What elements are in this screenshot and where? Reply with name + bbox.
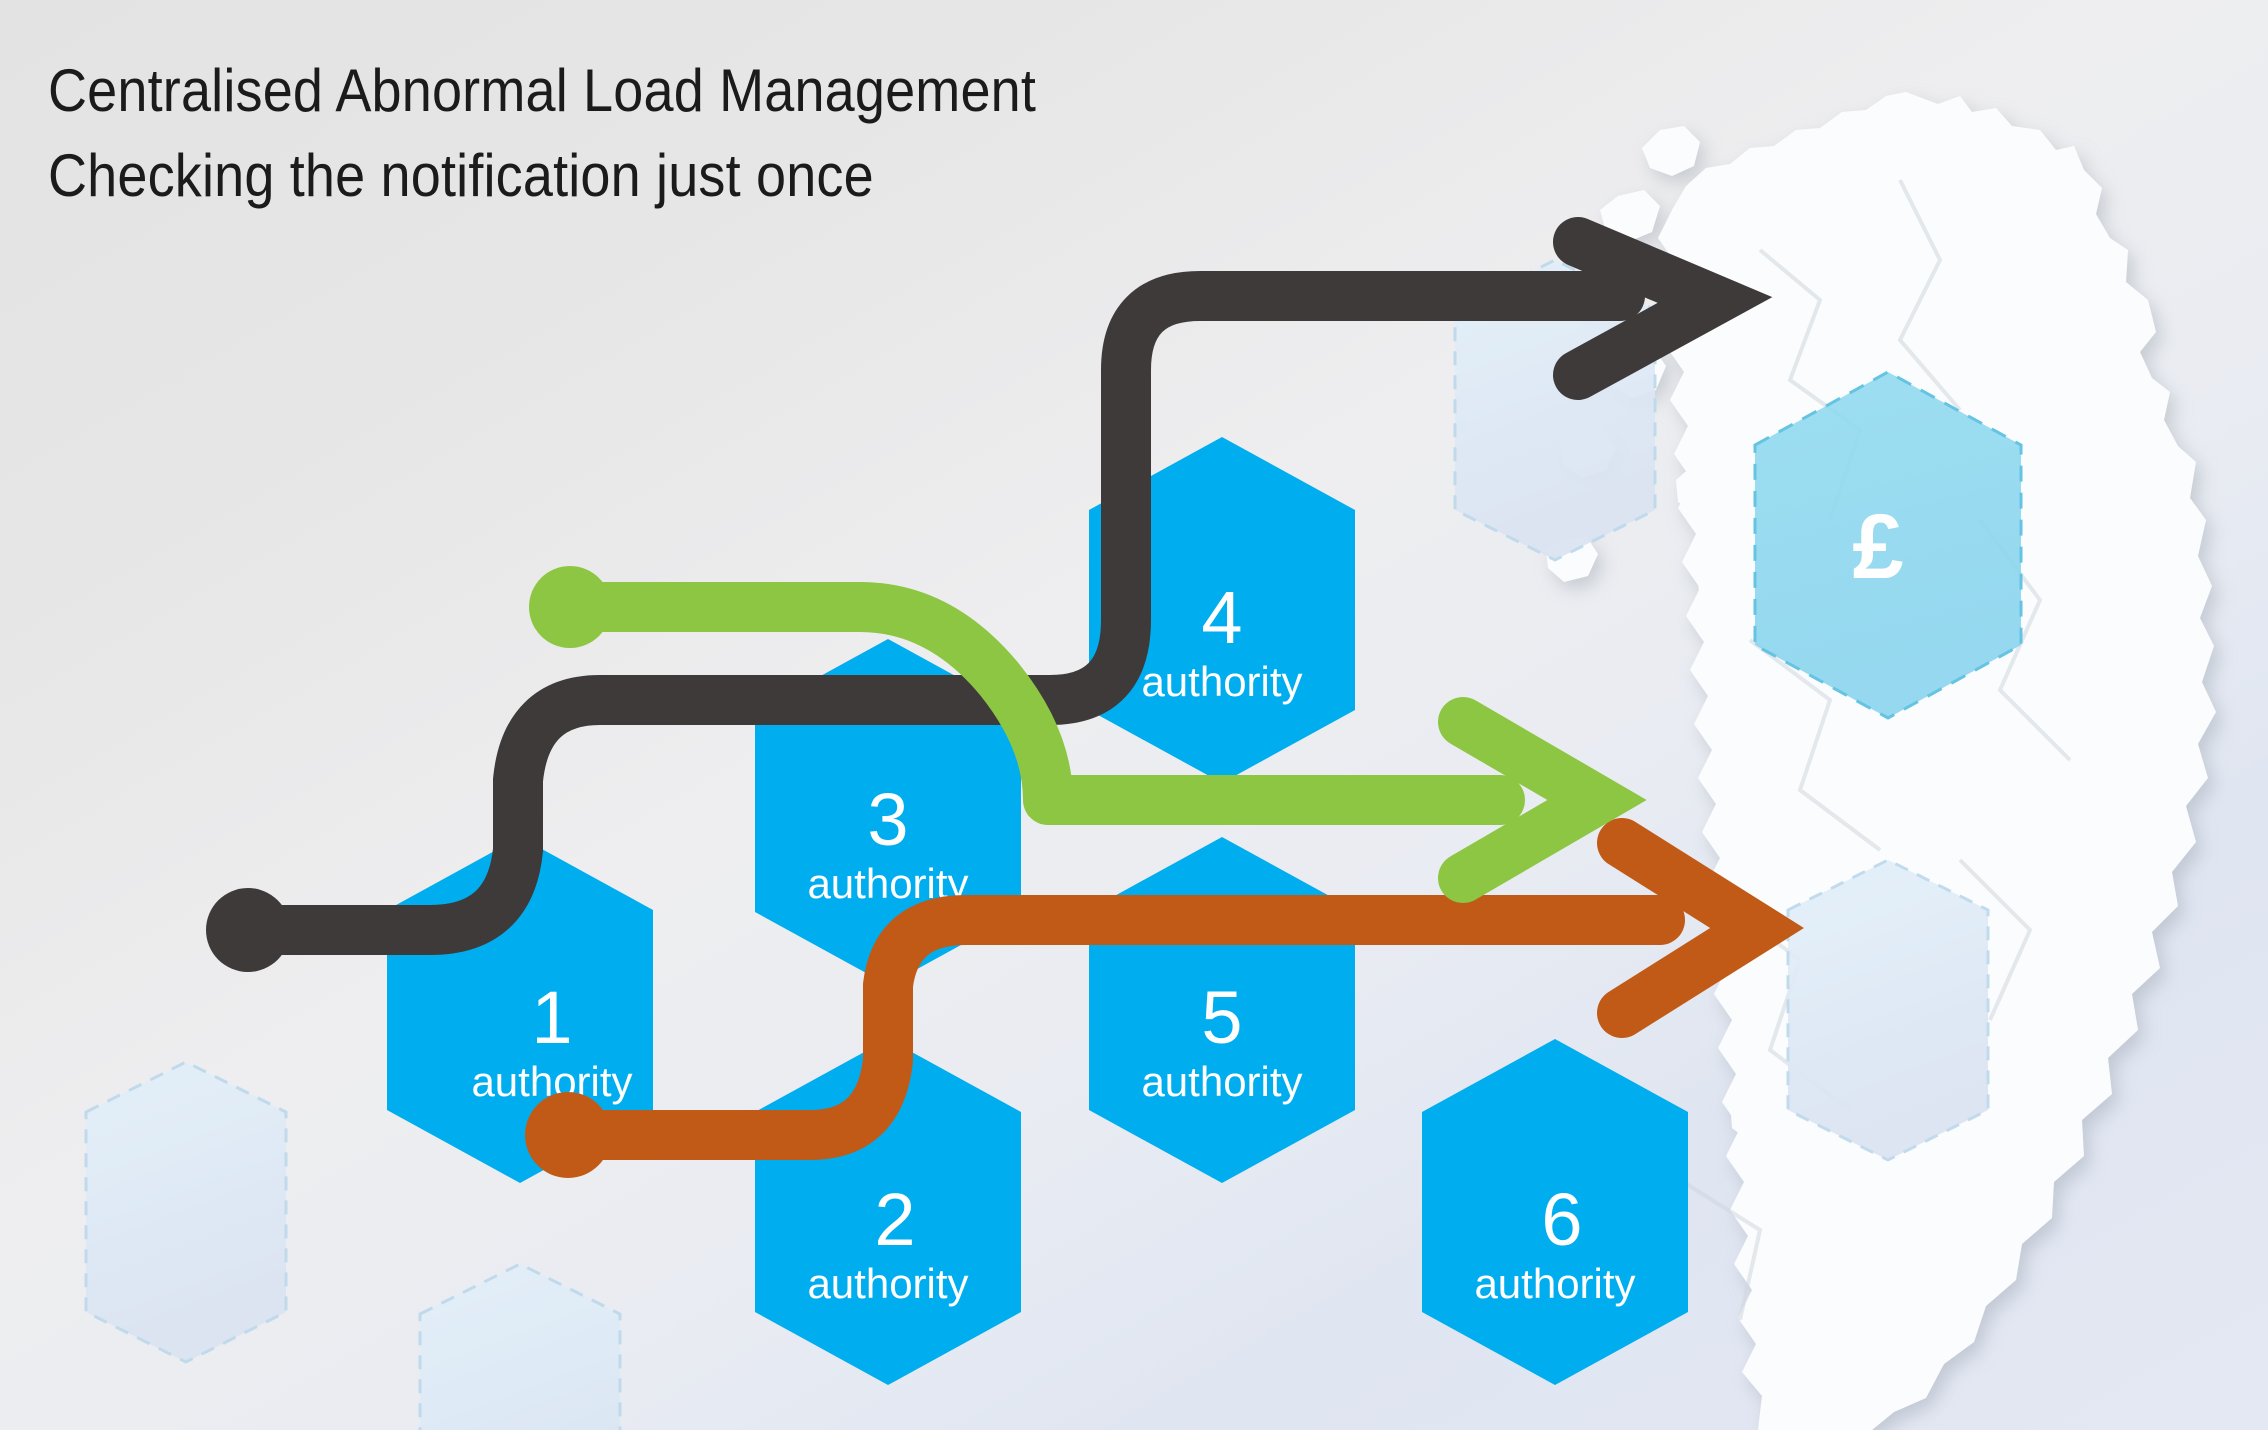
flow-start-dot-dark[interactable] — [206, 888, 290, 972]
hexagon-shape[interactable] — [1089, 437, 1355, 783]
hex-number: 6 — [1541, 1178, 1582, 1261]
flow-line-dark[interactable] — [223, 271, 1645, 955]
pound-symbol: £ — [1852, 496, 1903, 598]
pound-hexagon-shape[interactable] — [1753, 370, 2023, 720]
hex-number: 2 — [874, 1178, 915, 1261]
flow-start-dot-green[interactable] — [529, 566, 611, 648]
hex-label: authority — [1474, 1260, 1635, 1307]
hex-6[interactable]: 6 authority — [1422, 1039, 1688, 1385]
hex-number: 3 — [867, 778, 908, 861]
flow-arrowhead-green — [1438, 697, 1647, 903]
hex-label: authority — [1141, 658, 1302, 705]
flow-path-dark[interactable] — [206, 217, 1773, 972]
flow-path-orange[interactable] — [525, 818, 1804, 1178]
hexagon-shape[interactable] — [1422, 1039, 1688, 1385]
flow-line-orange[interactable] — [543, 895, 1685, 1160]
flow-line-green[interactable] — [545, 582, 1525, 825]
faded-hexagon — [418, 1262, 622, 1430]
flow-arrowhead-orange — [1597, 818, 1804, 1038]
flow-start-dot-orange[interactable] — [525, 1092, 611, 1178]
hex-4[interactable]: 4 authority — [1089, 437, 1355, 783]
faded-hexagon — [84, 1060, 288, 1364]
hex-destination[interactable]: £ — [1753, 370, 2023, 720]
hex-number: 4 — [1201, 576, 1242, 659]
hex-label: authority — [807, 1260, 968, 1307]
flow-path-green[interactable] — [529, 566, 1647, 903]
hex-label: authority — [1141, 1058, 1302, 1105]
faded-hexagon — [1786, 858, 1990, 1162]
hex-number: 5 — [1201, 976, 1242, 1059]
hex-number: 1 — [531, 976, 572, 1059]
flow-arrowhead-dark — [1553, 217, 1773, 400]
